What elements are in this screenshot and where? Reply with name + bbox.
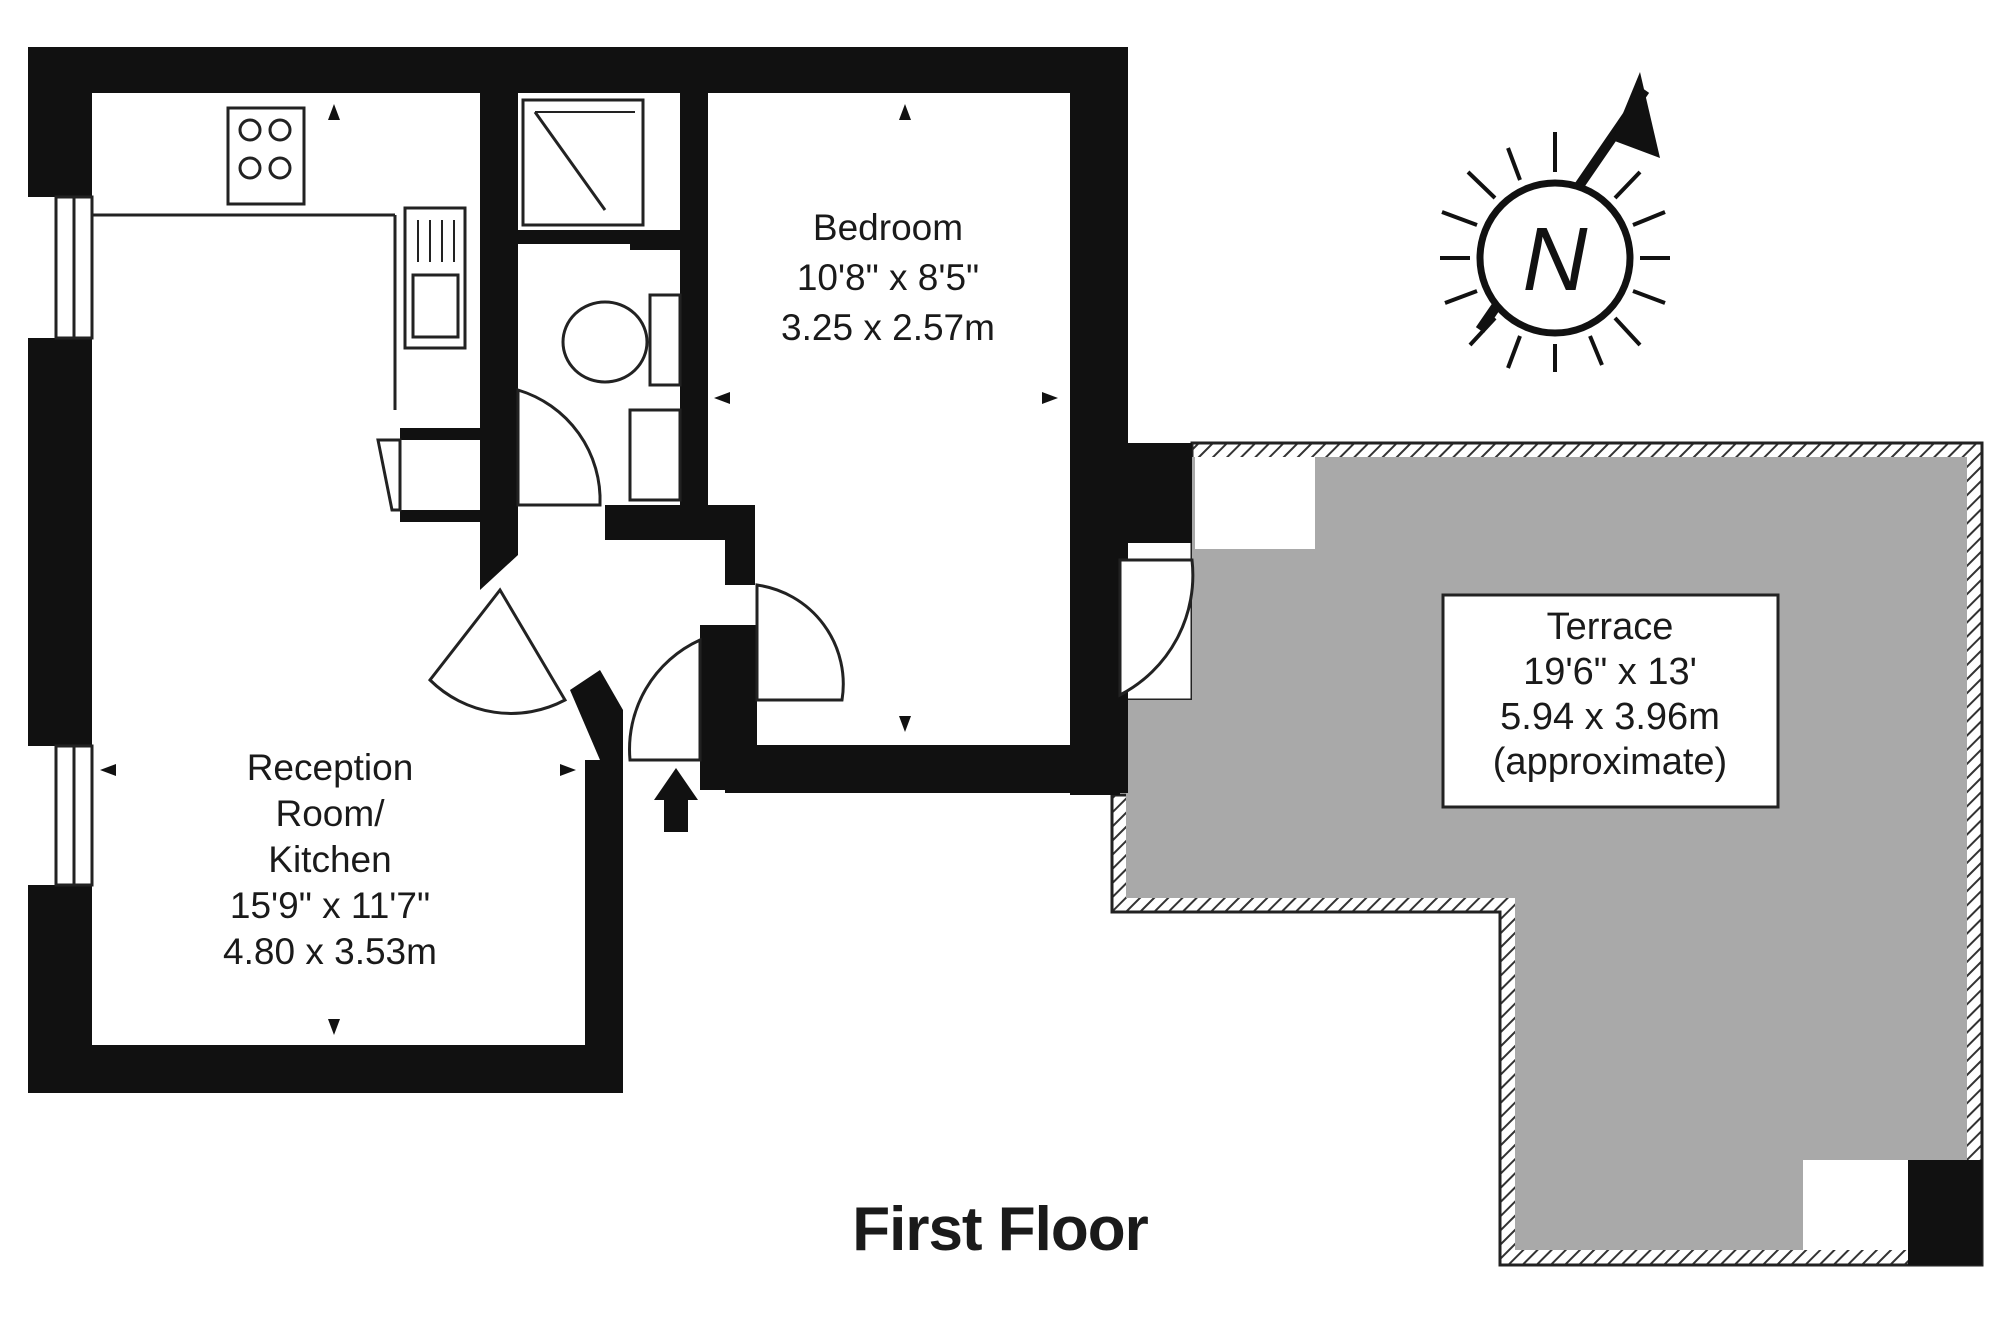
entrance-door-swing bbox=[628, 637, 702, 762]
bedroom-size-imperial: 10'8" x 8'5" bbox=[797, 257, 979, 298]
reception-door-swing bbox=[427, 587, 568, 715]
toilet-icon bbox=[561, 300, 649, 384]
door-swings bbox=[427, 558, 1195, 762]
bedroom-door-swing bbox=[755, 583, 845, 702]
floor-title: First Floor bbox=[852, 1195, 1148, 1264]
bathroom-door-swing bbox=[516, 387, 602, 507]
kitchen-fixtures bbox=[92, 106, 467, 512]
bathroom-fixtures bbox=[516, 98, 682, 507]
terrace-white-patch-bottom bbox=[1803, 1160, 1908, 1250]
bedroom-name: Bedroom bbox=[813, 207, 963, 248]
basin-icon bbox=[628, 408, 682, 502]
windows bbox=[54, 195, 94, 887]
terrace-name: Terrace bbox=[1547, 606, 1674, 648]
reception-name-line3: Kitchen bbox=[268, 839, 391, 880]
north-compass-icon: N bbox=[1440, 72, 1670, 372]
bedroom-size-metric: 3.25 x 2.57m bbox=[781, 307, 995, 348]
entrance-arrow-icon bbox=[654, 768, 698, 832]
hob-icon bbox=[226, 106, 306, 206]
reception-name-line1: Reception bbox=[247, 747, 414, 788]
terrace-size-metric: 5.94 x 3.96m bbox=[1500, 696, 1720, 738]
terrace-white-patch-top bbox=[1195, 457, 1315, 549]
terrace-note: (approximate) bbox=[1493, 741, 1727, 783]
terrace-label-box bbox=[1441, 593, 1780, 809]
terrace-door-swing bbox=[1118, 558, 1195, 698]
cupboard-door-icon bbox=[376, 438, 402, 512]
dimension-markers bbox=[100, 104, 1058, 1035]
compass-letter: N bbox=[1523, 210, 1589, 310]
bedroom-label: Bedroom 10'8" x 8'5" 3.25 x 2.57m bbox=[781, 207, 995, 348]
reception-size-metric: 4.80 x 3.53m bbox=[223, 931, 437, 972]
terrace: Terrace 19'6" x 13' 5.94 x 3.96m (approx… bbox=[1110, 441, 1984, 1267]
cistern-icon bbox=[648, 293, 682, 387]
reception-label: Reception Room/ Kitchen 15'9" x 11'7" 4.… bbox=[223, 747, 437, 972]
reception-name-line2: Room/ bbox=[276, 793, 386, 834]
terrace-corner-pillar bbox=[1908, 1160, 1982, 1265]
reception-size-imperial: 15'9" x 11'7" bbox=[230, 885, 430, 926]
terrace-floor bbox=[1126, 457, 1967, 1250]
walls bbox=[28, 47, 1192, 1093]
terrace-size-imperial: 19'6" x 13' bbox=[1523, 651, 1697, 693]
